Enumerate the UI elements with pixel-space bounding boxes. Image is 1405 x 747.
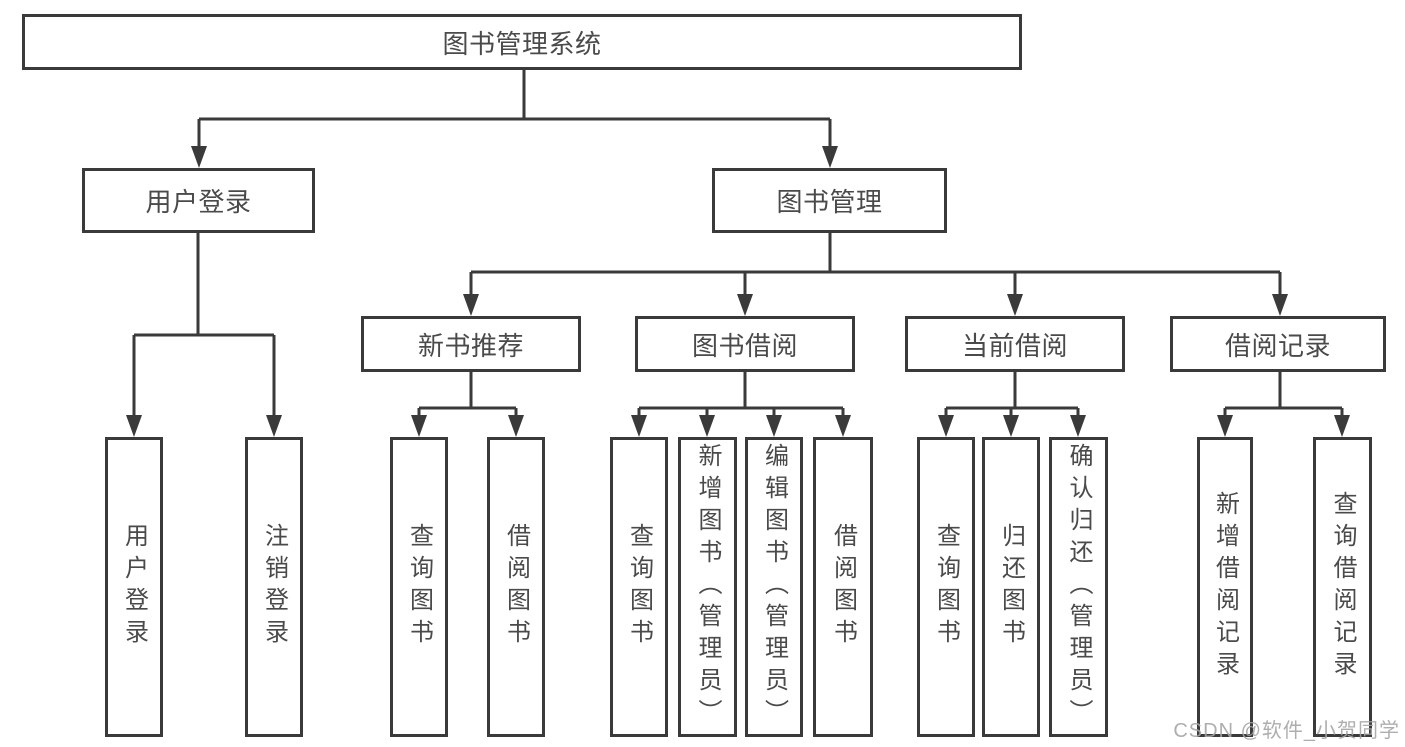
node-label: 编辑图书（管理员） (760, 443, 788, 731)
node-leaf-query-book-1: 查询图书 (390, 437, 448, 737)
node-label: 借阅图书 (502, 523, 530, 651)
csdn-watermark: CSDN @软件_小贺同学 (1173, 720, 1400, 742)
connector-new-book-to-leaves (417, 372, 518, 417)
node-leaf-confirm-return-admin: 确认归还（管理员） (1049, 437, 1108, 737)
node-label: 归还图书 (997, 523, 1025, 651)
node-leaf-logout: 注销登录 (245, 437, 303, 737)
connector-borrow-records-to-leaves (1223, 372, 1344, 417)
node-leaf-add-book-admin: 新增图书（管理员） (678, 437, 737, 737)
connector-user-login-to-leaves (132, 233, 276, 417)
node-label: 查询图书 (405, 523, 433, 651)
node-label: 查询图书 (625, 523, 653, 651)
node-book-management: 图书管理 (712, 168, 947, 233)
node-user-login: 用户登录 (82, 168, 315, 233)
node-leaf-borrow-book-2: 借阅图书 (813, 437, 873, 737)
node-label: 新增图书（管理员） (694, 443, 721, 731)
node-leaf-query-book-2: 查询图书 (610, 437, 668, 737)
node-label: 查询图书 (932, 523, 960, 651)
connector-book-mgmt-to-level3 (469, 233, 1282, 296)
node-label: 新增借阅记录 (1211, 491, 1239, 683)
node-label: 注销登录 (260, 523, 288, 651)
node-label: 查询借阅记录 (1329, 491, 1356, 683)
connector-current-borrow-to-leaves (944, 372, 1080, 417)
node-label: 用户登录 (120, 523, 148, 651)
node-leaf-edit-book-admin: 编辑图书（管理员） (745, 437, 803, 737)
node-current-borrow: 当前借阅 (905, 316, 1125, 372)
node-leaf-user-login: 用户登录 (105, 437, 163, 737)
node-new-book-recommend: 新书推荐 (361, 316, 581, 372)
node-leaf-query-book-3: 查询图书 (917, 437, 975, 737)
connector-book-borrow-to-leaves (637, 372, 845, 417)
node-label: 借阅图书 (829, 523, 857, 651)
arrowheads (126, 146, 1350, 437)
node-book-borrow: 图书借阅 (635, 316, 855, 372)
node-leaf-return-book: 归还图书 (982, 437, 1040, 737)
node-borrow-records: 借阅记录 (1170, 316, 1386, 372)
node-leaf-borrow-book-1: 借阅图书 (487, 437, 545, 737)
node-library-system: 图书管理系统 (22, 14, 1022, 70)
node-leaf-query-borrow-record: 查询借阅记录 (1313, 437, 1372, 737)
connector-root-to-level2 (197, 70, 832, 148)
node-leaf-add-borrow-record: 新增借阅记录 (1197, 437, 1253, 737)
node-label: 确认归还（管理员） (1065, 443, 1092, 731)
